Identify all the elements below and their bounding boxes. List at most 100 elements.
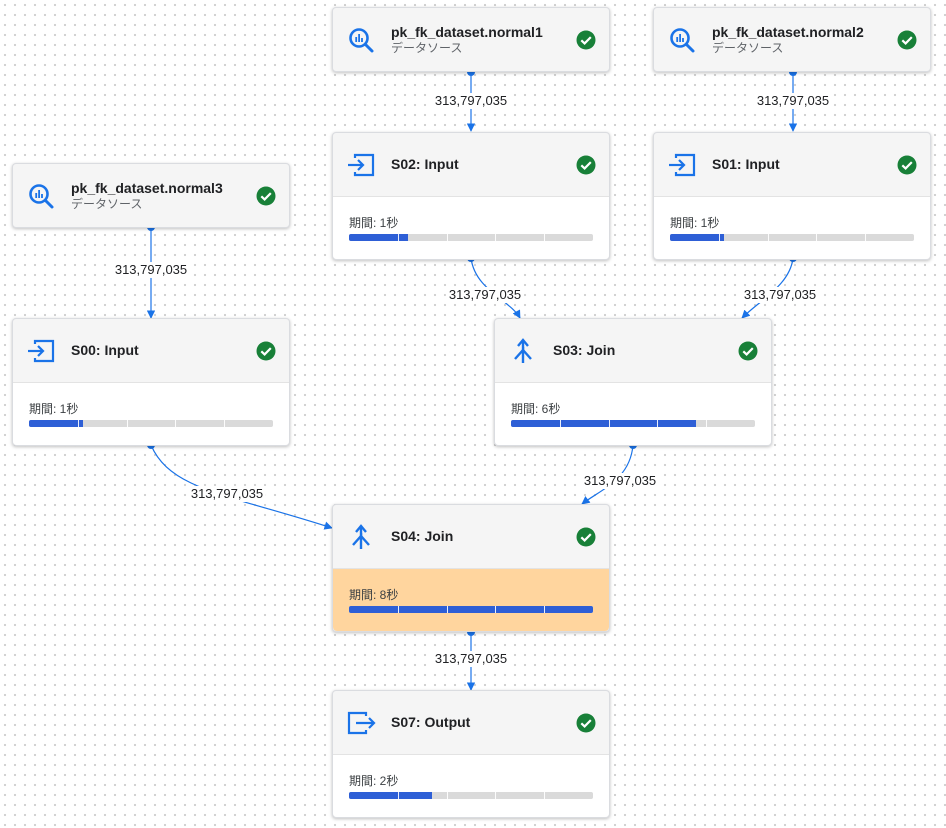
- node-body: 期間: 1秒: [654, 197, 930, 259]
- check-circle-icon: [897, 155, 917, 175]
- progress-segment-divider: [446, 234, 448, 241]
- node-title: S07: Output: [391, 714, 471, 730]
- progress-segment-divider: [767, 234, 769, 241]
- input-icon: [666, 149, 698, 181]
- check-circle-icon: [256, 186, 276, 206]
- check-circle-icon: [897, 30, 917, 50]
- node-header: pk_fk_dataset.normal3 データソース: [13, 164, 289, 228]
- progress-segment-divider: [544, 234, 546, 241]
- progress-bar: [349, 234, 593, 241]
- node-subtitle: データソース: [391, 41, 463, 55]
- edge-label-normal1-s02: 313,797,035: [431, 93, 511, 109]
- progress-segment-divider: [495, 792, 497, 799]
- join-icon: [507, 335, 539, 367]
- check-circle-icon: [576, 30, 596, 50]
- node-header: S01: Input: [654, 133, 930, 197]
- edge-label-s01-s03: 313,797,035: [740, 287, 820, 303]
- progress-fill: [511, 420, 697, 427]
- progress-segment-divider: [559, 420, 561, 427]
- node-header: S04: Join: [333, 505, 609, 569]
- datasource-node-normal3[interactable]: pk_fk_dataset.normal3 データソース: [12, 163, 290, 228]
- node-header: pk_fk_dataset.normal1 データソース: [333, 8, 609, 72]
- progress-segment-divider: [718, 234, 720, 241]
- node-title: pk_fk_dataset.normal3: [71, 180, 223, 196]
- node-title: S04: Join: [391, 528, 454, 544]
- node-title: pk_fk_dataset.normal1: [391, 24, 543, 40]
- edge-label-s02-s03: 313,797,035: [445, 287, 525, 303]
- progress-segment-divider: [126, 420, 128, 427]
- progress-segment-divider: [224, 420, 226, 427]
- stage-node-s01[interactable]: S01: Input 期間: 1秒: [653, 132, 931, 260]
- progress-fill: [29, 420, 83, 427]
- node-title: pk_fk_dataset.normal2: [712, 24, 864, 40]
- progress-segment-divider: [495, 606, 497, 613]
- node-subtitle: データソース: [712, 41, 784, 55]
- node-header: S02: Input: [333, 133, 609, 197]
- node-title: S03: Join: [553, 342, 616, 358]
- edge-label-s04-s07: 313,797,035: [431, 651, 511, 667]
- node-header: pk_fk_dataset.normal2 データソース: [654, 8, 930, 72]
- progress-segment-divider: [175, 420, 177, 427]
- input-icon: [25, 335, 57, 367]
- duration-label: 期間: 2秒: [349, 774, 399, 788]
- node-header: S00: Input: [13, 319, 289, 383]
- duration-label: 期間: 1秒: [349, 216, 399, 230]
- stage-node-s07[interactable]: S07: Output 期間: 2秒: [332, 690, 610, 818]
- edge-label-normal2-s01: 313,797,035: [753, 93, 833, 109]
- progress-segment-divider: [816, 234, 818, 241]
- node-header: S07: Output: [333, 691, 609, 755]
- progress-segment-divider: [446, 792, 448, 799]
- progress-segment-divider: [77, 420, 79, 427]
- progress-fill: [349, 792, 432, 799]
- input-icon: [345, 149, 377, 181]
- progress-bar: [511, 420, 755, 427]
- bigquery-icon: [345, 24, 377, 56]
- check-circle-icon: [576, 155, 596, 175]
- node-subtitle: データソース: [71, 197, 143, 211]
- progress-segment-divider: [397, 792, 399, 799]
- progress-segment-divider: [865, 234, 867, 241]
- progress-segment-divider: [446, 606, 448, 613]
- node-body: 期間: 1秒: [13, 383, 289, 445]
- edge-label-s00-s04: 313,797,035: [187, 486, 267, 502]
- node-body: 期間: 8秒: [333, 569, 609, 631]
- stage-node-s03[interactable]: S03: Join 期間: 6秒: [494, 318, 772, 446]
- progress-segment-divider: [397, 234, 399, 241]
- duration-label: 期間: 8秒: [349, 588, 399, 602]
- node-header: S03: Join: [495, 319, 771, 383]
- check-circle-icon: [576, 527, 596, 547]
- node-body: 期間: 2秒: [333, 755, 609, 817]
- progress-bar: [349, 792, 593, 799]
- progress-segment-divider: [495, 234, 497, 241]
- progress-fill: [349, 234, 408, 241]
- edge-label-s03-s04: 313,797,035: [580, 473, 660, 489]
- node-title: S00: Input: [71, 342, 139, 358]
- bigquery-icon: [25, 180, 57, 212]
- check-circle-icon: [576, 713, 596, 733]
- progress-segment-divider: [397, 606, 399, 613]
- stage-node-s00[interactable]: S00: Input 期間: 1秒: [12, 318, 290, 446]
- output-icon: [345, 707, 377, 739]
- stage-node-s02[interactable]: S02: Input 期間: 1秒: [332, 132, 610, 260]
- duration-label: 期間: 6秒: [511, 402, 561, 416]
- progress-segment-divider: [657, 420, 659, 427]
- datasource-node-normal2[interactable]: pk_fk_dataset.normal2 データソース: [653, 7, 931, 72]
- progress-fill: [349, 606, 593, 613]
- node-title: S02: Input: [391, 156, 459, 172]
- progress-bar: [29, 420, 273, 427]
- join-icon: [345, 521, 377, 553]
- progress-segment-divider: [706, 420, 708, 427]
- stage-node-s04[interactable]: S04: Join 期間: 8秒: [332, 504, 610, 632]
- duration-label: 期間: 1秒: [29, 402, 79, 416]
- edge-label-normal3-s00: 313,797,035: [111, 262, 191, 278]
- node-title: S01: Input: [712, 156, 780, 172]
- node-body: 期間: 1秒: [333, 197, 609, 259]
- node-body: 期間: 6秒: [495, 383, 771, 445]
- progress-segment-divider: [544, 606, 546, 613]
- datasource-node-normal1[interactable]: pk_fk_dataset.normal1 データソース: [332, 7, 610, 72]
- progress-segment-divider: [608, 420, 610, 427]
- progress-segment-divider: [544, 792, 546, 799]
- check-circle-icon: [256, 341, 276, 361]
- progress-bar: [349, 606, 593, 613]
- progress-bar: [670, 234, 914, 241]
